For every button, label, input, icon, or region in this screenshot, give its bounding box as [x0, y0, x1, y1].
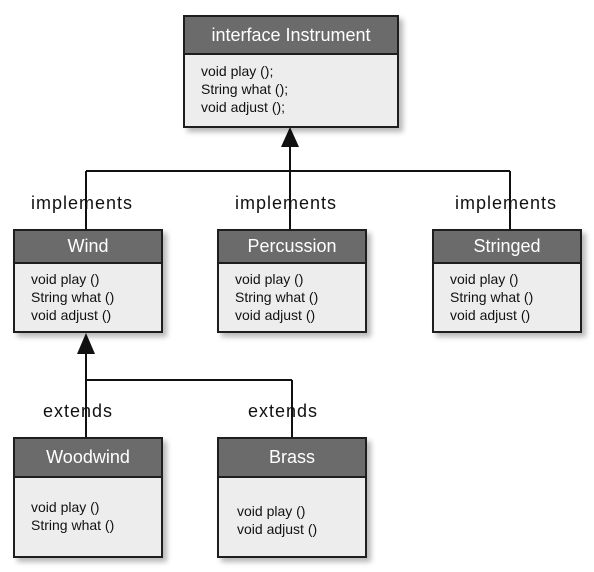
- interface-instrument-box: interface Instrument void play (); Strin…: [183, 15, 399, 128]
- method: void adjust ();: [201, 99, 286, 115]
- wind-class-title: Wind: [15, 231, 161, 264]
- implements-label-wind: implements: [31, 193, 134, 213]
- woodwind-class-title: Woodwind: [15, 439, 161, 478]
- method: void play (): [450, 271, 519, 287]
- method: String what (): [450, 289, 534, 305]
- stringed-class-box: Stringed void play () String what () voi…: [432, 229, 582, 333]
- method: void play (): [237, 503, 306, 519]
- brass-class-title: Brass: [219, 439, 365, 478]
- method: String what (): [31, 517, 115, 533]
- method: void adjust (): [235, 307, 316, 323]
- method: void adjust (): [237, 521, 318, 537]
- brass-class-methods: void play () void adjust (): [219, 478, 365, 538]
- brass-class-box: Brass void play () void adjust (): [217, 437, 367, 558]
- method: String what (): [235, 289, 319, 305]
- percussion-class-title: Percussion: [219, 231, 365, 264]
- method: String what ();: [201, 81, 289, 97]
- percussion-class-methods: void play () String what () void adjust …: [219, 264, 365, 324]
- method: void adjust (): [31, 307, 112, 323]
- method: void adjust (): [450, 307, 531, 323]
- interface-instrument-title: interface Instrument: [185, 17, 397, 55]
- wind-class-box: Wind void play () String what () void ad…: [13, 229, 163, 333]
- method: void play ();: [201, 63, 274, 79]
- stringed-class-methods: void play () String what () void adjust …: [434, 264, 580, 324]
- wind-class-methods: void play () String what () void adjust …: [15, 264, 161, 324]
- interface-instrument-methods: void play (); String what (); void adjus…: [185, 55, 397, 116]
- woodwind-class-methods: void play () String what (): [15, 478, 161, 534]
- woodwind-class-box: Woodwind void play () String what (): [13, 437, 163, 558]
- implements-arrowhead: [281, 127, 299, 147]
- extends-arrowhead: [77, 333, 95, 354]
- extends-label-woodwind: extends: [43, 401, 114, 421]
- method: void play (): [31, 271, 100, 287]
- implements-label-stringed: implements: [455, 193, 558, 213]
- implements-label-percussion: implements: [235, 193, 338, 213]
- method: void play (): [31, 499, 100, 515]
- extends-label-brass: extends: [248, 401, 319, 421]
- stringed-class-title: Stringed: [434, 231, 580, 264]
- percussion-class-box: Percussion void play () String what () v…: [217, 229, 367, 333]
- method: String what (): [31, 289, 115, 305]
- method: void play (): [235, 271, 304, 287]
